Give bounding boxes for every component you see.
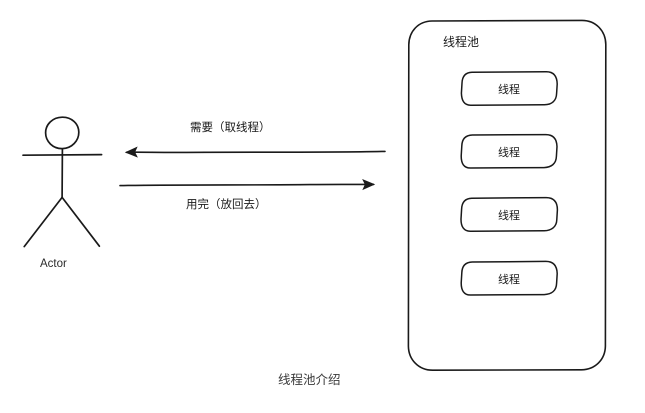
thread-box-hit-area[interactable]: [461, 134, 558, 169]
diagram-caption: 线程池介绍: [278, 372, 341, 387]
thread-box[interactable]: [460, 196, 559, 232]
thread-box[interactable]: [460, 133, 558, 169]
actor-label: Actor: [40, 258, 67, 270]
actor-hit-area[interactable]: [20, 115, 104, 250]
thread-box-hit-area[interactable]: [461, 261, 558, 296]
actor-arms-line: [22, 153, 103, 157]
arrow-return-thread-label: 用完（放回去）: [186, 197, 267, 211]
actor-leg-left-line: [23, 196, 63, 248]
thread-pool-title: 线程池: [443, 35, 480, 49]
thread-box-hit-area[interactable]: [461, 71, 558, 106]
thread-box[interactable]: [460, 71, 558, 106]
actor-leg-right-line: [61, 196, 101, 248]
arrow-request-thread: [124, 146, 386, 158]
thread-box-label: 线程: [498, 209, 520, 222]
thread-box-label: 线程: [498, 273, 520, 286]
arrow-request-thread-label: 需要（取线程）: [190, 120, 271, 134]
thread-box-label: 线程: [498, 146, 520, 159]
thread-box[interactable]: [460, 260, 558, 296]
arrow-return-thread: [119, 179, 376, 191]
actor-figure: [22, 116, 103, 248]
thread-box-label: 线程: [498, 83, 520, 96]
thread-box-hit-area[interactable]: [461, 197, 558, 232]
